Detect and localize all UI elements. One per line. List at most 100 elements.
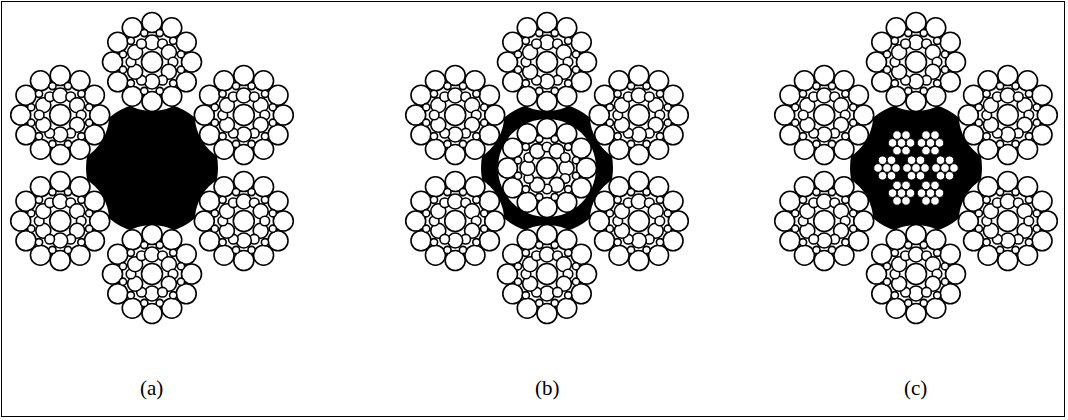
core-wire [233,105,254,126]
core-wire [142,264,163,285]
filler-wire [127,249,134,256]
filler-wire [842,239,849,246]
strand-ground [498,13,596,111]
filler-wire [459,246,466,253]
wire [34,110,44,120]
wire [886,18,906,38]
filler-wire [1012,140,1019,147]
filler-wire [1025,133,1032,140]
wire [1018,139,1038,159]
filler-wire [664,104,671,111]
filler-wire [64,140,71,147]
filler-wire [430,239,437,246]
core-wire [445,105,466,126]
wire [926,189,935,198]
wire [440,234,450,244]
filler-wire [269,225,276,232]
filler-wire [522,186,529,193]
wire [893,131,902,140]
filler-wire [975,119,982,126]
filler-wire [551,299,558,306]
wire [834,139,854,159]
filler-wire [905,241,912,248]
filler-wire [656,90,663,97]
filler-wire [177,51,184,58]
filler-wire [996,82,1003,89]
wire [897,139,906,148]
wire [200,231,220,251]
filler-wire [792,225,799,232]
wire [1018,71,1038,91]
filler-wire [813,246,820,253]
wire [532,39,542,49]
wire [1018,245,1038,265]
filler-wire [891,80,898,87]
filler-wire [572,263,579,270]
filler-wire [883,51,890,58]
filler-wire [551,29,558,36]
filler-wire [828,82,835,89]
filler-wire [1012,188,1019,195]
wire [84,191,104,211]
wire [571,32,591,52]
filler-wire [643,82,650,89]
wire [834,245,854,265]
wire [645,92,655,102]
wire [254,245,274,265]
filler-wire [423,119,430,126]
core-wire [142,52,163,73]
wire [902,146,911,155]
filler-wire [430,133,437,140]
filler-wire [813,82,820,89]
filler-wire [127,292,134,299]
wire [931,181,940,190]
filler-wire [614,90,621,97]
filler-wire [850,225,857,232]
filler-wire [941,263,948,270]
filler-wire [430,90,437,97]
filler-wire [78,196,85,203]
filler-wire [261,90,268,97]
filler-wire [850,119,857,126]
filler-wire [920,299,927,306]
filler-wire [1025,239,1032,246]
wire [893,197,902,206]
core-wire [537,52,558,73]
filler-wire [572,157,579,164]
wire [517,124,537,144]
filler-wire [514,172,521,179]
filler-wire [177,66,184,73]
wire [931,146,940,155]
wire [872,72,892,92]
filler-wire [444,140,451,147]
filler-wire [792,104,799,111]
filler-wire [891,249,898,256]
core-wire [537,158,558,179]
wire [30,177,50,197]
filler-wire [211,119,218,126]
wire [176,32,196,52]
core-wire [50,211,71,232]
filler-wire [119,278,126,285]
core-wire [537,264,558,285]
filler-wire [572,278,579,285]
wire [906,139,915,148]
filler-wire [627,82,634,89]
filler-wire [828,188,835,195]
filler-wire [219,239,226,246]
filler-wire [177,278,184,285]
wire [945,156,954,165]
filler-wire [664,225,671,232]
core-wire [906,264,927,285]
filler-wire [473,90,480,97]
filler-wire [1033,119,1040,126]
filler-wire [920,87,927,94]
filler-wire [656,239,663,246]
filler-wire [86,225,93,232]
strand-ground [590,66,688,164]
wire [940,32,960,52]
wire [794,71,814,91]
filler-wire [664,119,671,126]
wire [931,131,940,140]
filler-wire [1025,90,1032,97]
